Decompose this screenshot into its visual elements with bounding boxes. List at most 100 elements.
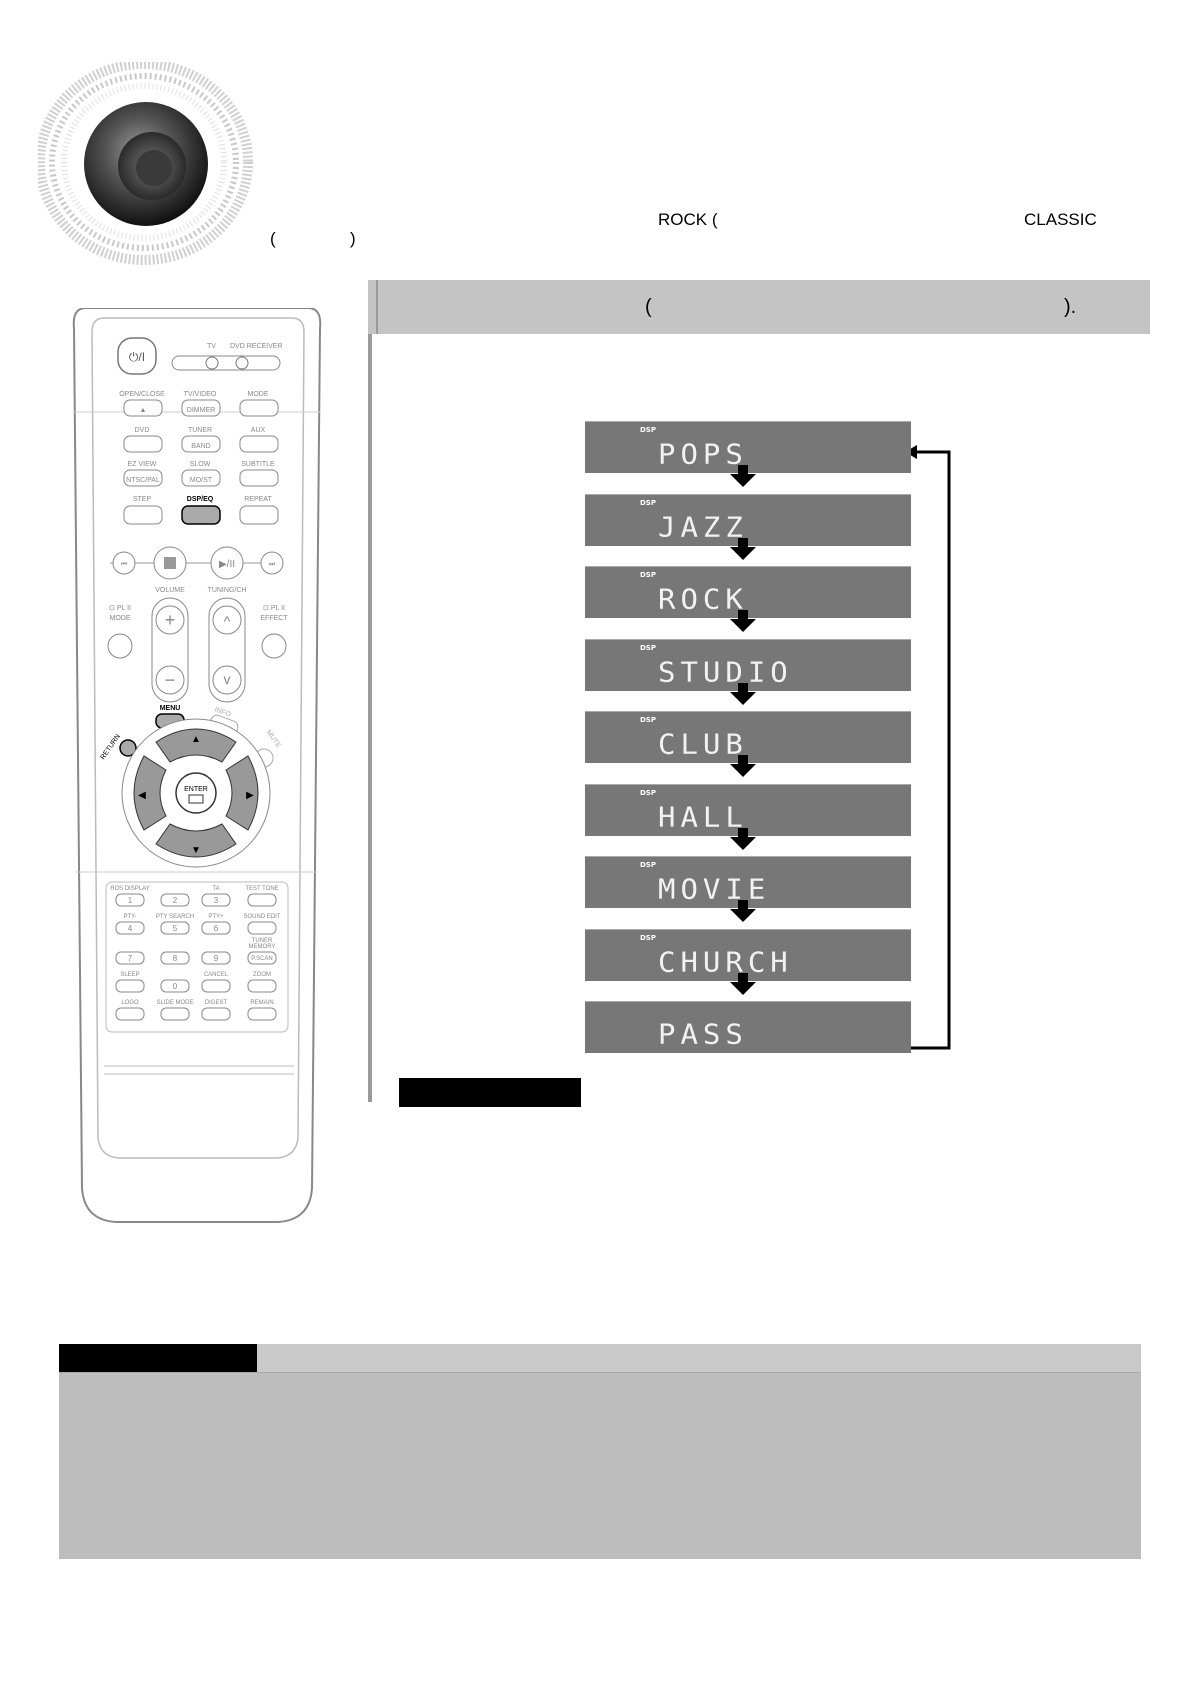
svg-text:▶/II: ▶/II [219, 559, 235, 570]
dsp-mode-label: POPS [658, 437, 748, 471]
dsp-tag: DSP [640, 789, 656, 797]
step-bar-paren-close: ). [1064, 296, 1077, 318]
dsp-mode-label: CLUB [658, 727, 748, 761]
dsp-mode-label: JAZZ [658, 510, 748, 544]
svg-text:ZOOM: ZOOM [253, 972, 271, 978]
step-bar [368, 280, 1150, 334]
svg-text:▼: ▼ [191, 845, 201, 856]
svg-text:REMAIN: REMAIN [250, 1000, 273, 1006]
dsp-tag: DSP [640, 644, 656, 652]
svg-text:⊡ PL II: ⊡ PL II [109, 605, 131, 612]
svg-text:OPEN/CLOSE: OPEN/CLOSE [119, 391, 165, 398]
dsp-mode-display-pass: PASS [585, 1001, 911, 1053]
dsp-mode-label: ROCK [658, 582, 748, 616]
down-arrow-icon [730, 610, 756, 632]
dsp-tag: DSP [640, 861, 656, 869]
svg-text:5: 5 [173, 924, 178, 933]
dsp-tag: DSP [640, 426, 656, 434]
header-paren-close: ) [350, 229, 356, 248]
note-box-tab [59, 1344, 257, 1372]
remote-dvd-receiver-label: DVD RECEIVER [230, 343, 283, 350]
svg-text:MODE: MODE [248, 391, 269, 398]
svg-text:6: 6 [214, 924, 219, 933]
dsp-tag: DSP [640, 499, 656, 507]
svg-text:8: 8 [173, 954, 178, 963]
svg-text:TUNER: TUNER [252, 938, 273, 944]
svg-text:LOGO: LOGO [121, 1000, 139, 1006]
speaker-logo-image [38, 62, 253, 265]
down-arrow-icon [730, 828, 756, 850]
svg-text:SLIDE MODE: SLIDE MODE [156, 1000, 193, 1006]
svg-text:DIGEST: DIGEST [205, 1000, 228, 1006]
svg-text:⊡ PL II: ⊡ PL II [263, 605, 285, 612]
dsp-tag: DSP [640, 571, 656, 579]
svg-text:SLEEP: SLEEP [120, 972, 139, 978]
dsp-mode-label: MOVIE [658, 872, 771, 906]
svg-text:DSP/EQ: DSP/EQ [187, 496, 214, 503]
dsp-mode-label: HALL [658, 800, 748, 834]
dsp-tag: DSP [640, 934, 656, 942]
svg-text:CANCEL: CANCEL [204, 972, 229, 978]
dsp-tag: DSP [640, 716, 656, 724]
dsp-mode-label: STUDIO [658, 655, 793, 689]
svg-text:PTY-: PTY- [123, 914, 136, 920]
down-arrow-icon [730, 538, 756, 560]
svg-text:4: 4 [128, 924, 133, 933]
dsp-mode-label: CHURCH [658, 945, 793, 979]
svg-text:MEMORY: MEMORY [249, 944, 276, 950]
svg-text:−: − [165, 670, 176, 690]
svg-text:STEP: STEP [133, 496, 152, 503]
svg-text:7: 7 [128, 954, 133, 963]
header-classic-label: CLASSIC [1024, 210, 1097, 229]
svg-text:+: + [165, 610, 176, 630]
svg-text:⏭: ⏭ [269, 561, 276, 568]
svg-text:AUX: AUX [251, 427, 266, 434]
down-arrow-icon [730, 465, 756, 487]
svg-text:DVD: DVD [135, 427, 150, 434]
note-label-block [399, 1078, 581, 1107]
svg-text:MO/ST: MO/ST [190, 477, 213, 484]
svg-text:SLOW: SLOW [190, 461, 211, 468]
svg-text:v: v [224, 671, 231, 687]
down-arrow-icon [730, 683, 756, 705]
svg-text:TEST TONE: TEST TONE [245, 886, 278, 892]
svg-text:PTY+: PTY+ [208, 914, 224, 920]
header-paren-open: ( [270, 229, 276, 248]
loop-back-arrow [905, 445, 951, 1050]
svg-text:⏻/I: ⏻/I [129, 350, 145, 364]
svg-text:TA: TA [212, 886, 219, 892]
svg-text:SOUND EDIT: SOUND EDIT [243, 914, 280, 920]
svg-text:▲: ▲ [140, 407, 147, 414]
svg-text:EFFECT: EFFECT [260, 615, 288, 622]
svg-text:⏮: ⏮ [121, 561, 127, 568]
svg-text:1: 1 [128, 896, 133, 905]
svg-text:◀: ◀ [138, 790, 146, 801]
step-bar-left-accent [376, 280, 378, 334]
svg-text:3: 3 [214, 896, 219, 905]
step-bar-left-rule [368, 280, 372, 1102]
svg-text:VOLUME: VOLUME [155, 587, 185, 594]
svg-text:MENU: MENU [160, 705, 181, 712]
svg-text:0: 0 [173, 982, 178, 991]
step-bar-paren-open: ( [645, 296, 652, 318]
svg-text:EZ VIEW: EZ VIEW [128, 461, 157, 468]
down-arrow-icon [730, 973, 756, 995]
svg-text:TV/VIDEO: TV/VIDEO [184, 391, 217, 398]
svg-text:▶: ▶ [246, 790, 254, 801]
svg-text:9: 9 [214, 954, 219, 963]
svg-text:▲: ▲ [191, 734, 201, 745]
svg-text:P.SCAN: P.SCAN [251, 956, 273, 962]
svg-text:TUNER: TUNER [188, 427, 212, 434]
svg-text:DIMMER: DIMMER [187, 407, 215, 414]
svg-text:MODE: MODE [110, 615, 131, 622]
svg-text:PTY SEARCH: PTY SEARCH [156, 914, 194, 920]
header-rock-label: ROCK ( [658, 210, 718, 229]
svg-text:SUBTITLE: SUBTITLE [241, 461, 275, 468]
